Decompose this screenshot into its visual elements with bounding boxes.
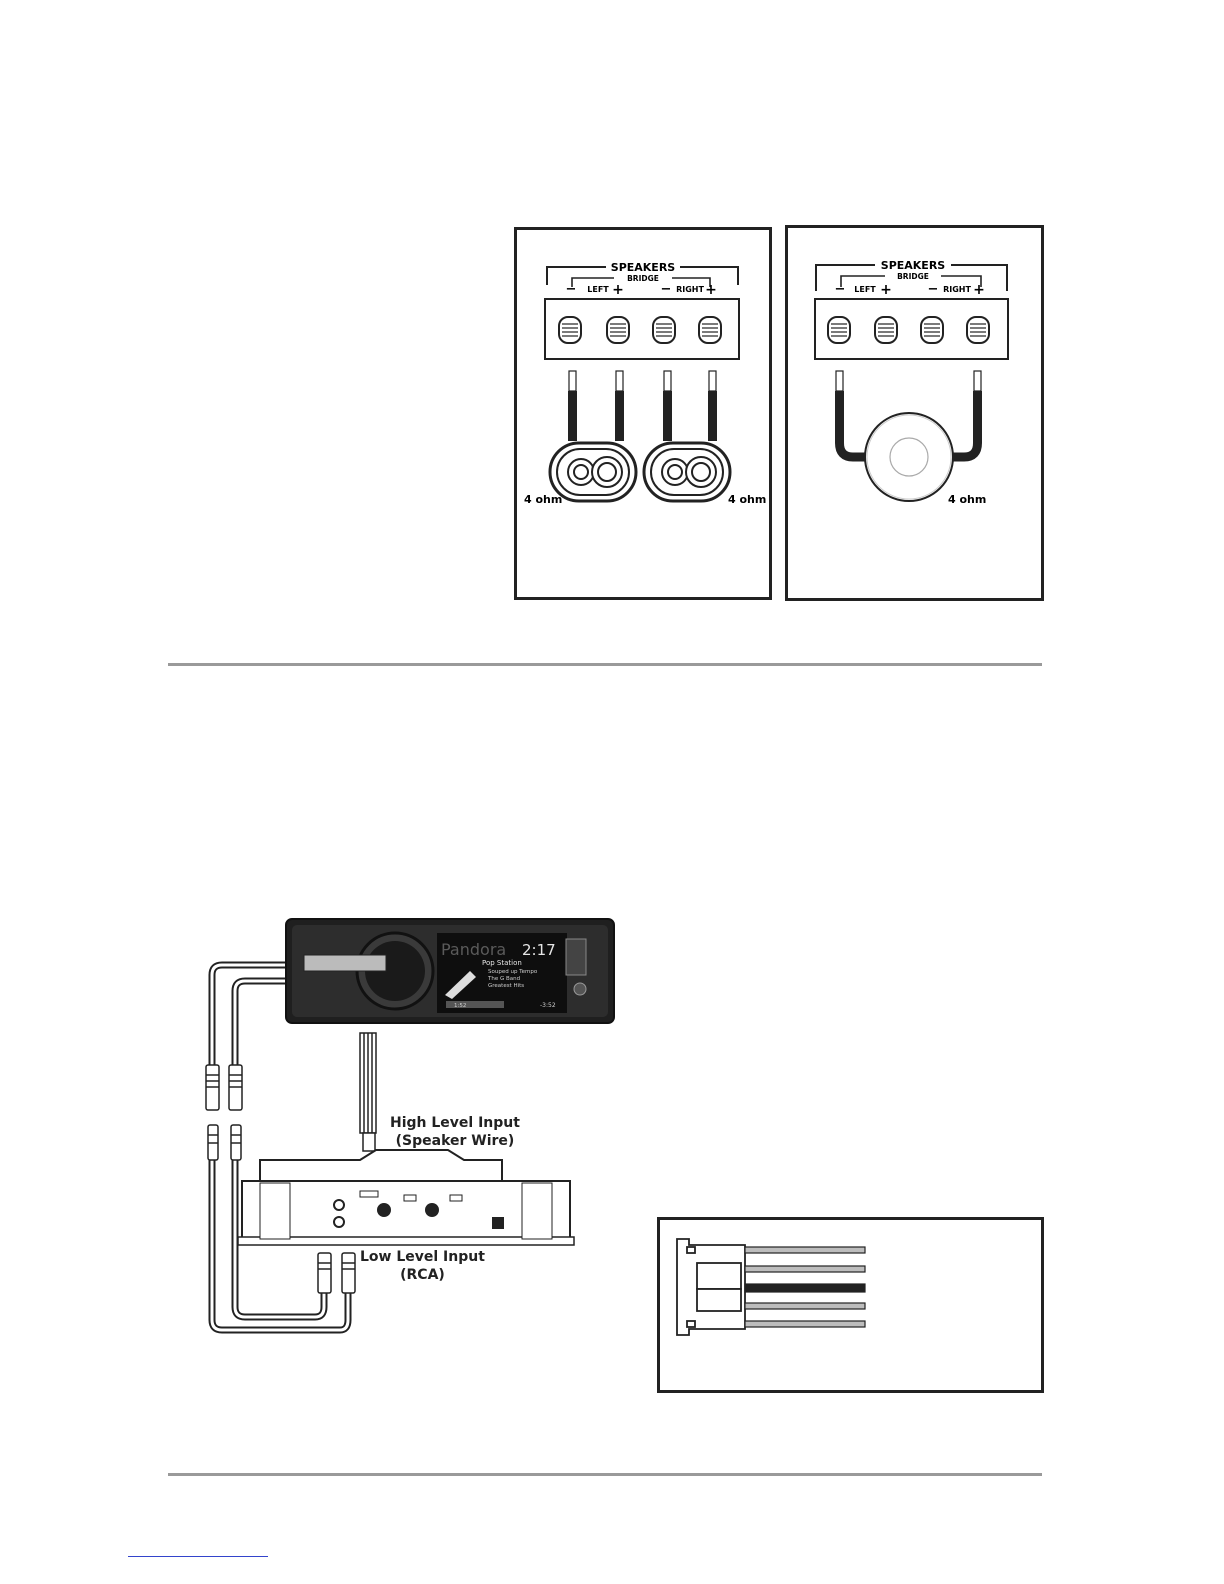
left-plus-label: + (612, 282, 624, 298)
low-level-line2: (RCA) (360, 1266, 485, 1284)
stereo-speaker-diagram: SPEAKERS BRIDGE − LEFT + − RIGHT + (514, 227, 772, 600)
impedance-left-label: 4 ohm (524, 493, 562, 506)
section-divider (168, 663, 1042, 666)
harness-connector-diagram (657, 1217, 1044, 1393)
right-oval-speaker (644, 443, 730, 501)
left-oval-speaker (550, 443, 636, 501)
rca-plug-pair-upper (206, 1065, 242, 1110)
section-divider-bottom (168, 1473, 1042, 1476)
rca-plug-pair-amp (318, 1253, 355, 1293)
high-level-line1: High Level Input (390, 1114, 520, 1132)
right-minus-label: − (661, 282, 672, 297)
impedance-right-label: 4 ohm (728, 493, 766, 506)
car-stereo-head-unit (286, 919, 614, 1023)
right-minus-label: − (928, 282, 939, 297)
footnote-link-underline (128, 1556, 268, 1557)
display-remaining: -3:52 (540, 1002, 556, 1009)
left-minus-label: − (566, 282, 577, 297)
high-level-input-label: High Level Input (Speaker Wire) (390, 1114, 520, 1150)
display-station: Pop Station (482, 959, 522, 967)
right-channel-label: RIGHT (676, 285, 704, 294)
display-source: Pandora (441, 940, 506, 959)
bridge-speaker-diagram: SPEAKERS BRIDGE − LEFT + − RIGHT + 4 ohm (785, 225, 1044, 601)
low-level-line1: Low Level Input (360, 1248, 485, 1266)
rca-plug-pair-lower (208, 1125, 241, 1160)
high-level-line2: (Speaker Wire) (390, 1132, 520, 1150)
display-line3: Greatest Hits (488, 983, 524, 989)
display-clock: 2:17 (522, 941, 556, 959)
right-plus-label: + (973, 282, 985, 298)
left-channel-label: LEFT (587, 285, 609, 294)
right-channel-label: RIGHT (943, 285, 971, 294)
subwoofer-speaker (865, 413, 953, 501)
display-elapsed: 1:52 (454, 1003, 466, 1009)
speakers-header: SPEAKERS (611, 261, 676, 274)
speakers-header: SPEAKERS (881, 259, 946, 272)
display-line2: The G Band (487, 976, 520, 982)
left-minus-label: − (835, 282, 846, 297)
bridge-subheader: BRIDGE (897, 272, 929, 281)
impedance-label: 4 ohm (948, 493, 986, 506)
low-level-input-label: Low Level Input (RCA) (360, 1248, 485, 1284)
connector-plug (677, 1239, 745, 1335)
amplifier (238, 1150, 574, 1245)
right-plus-label: + (705, 282, 717, 298)
bridge-subheader: BRIDGE (627, 274, 659, 283)
display-line1: Souped up Tempo (488, 969, 538, 975)
left-channel-label: LEFT (854, 285, 876, 294)
left-plus-label: + (880, 282, 892, 298)
speaker-wire-harness (360, 1033, 376, 1151)
